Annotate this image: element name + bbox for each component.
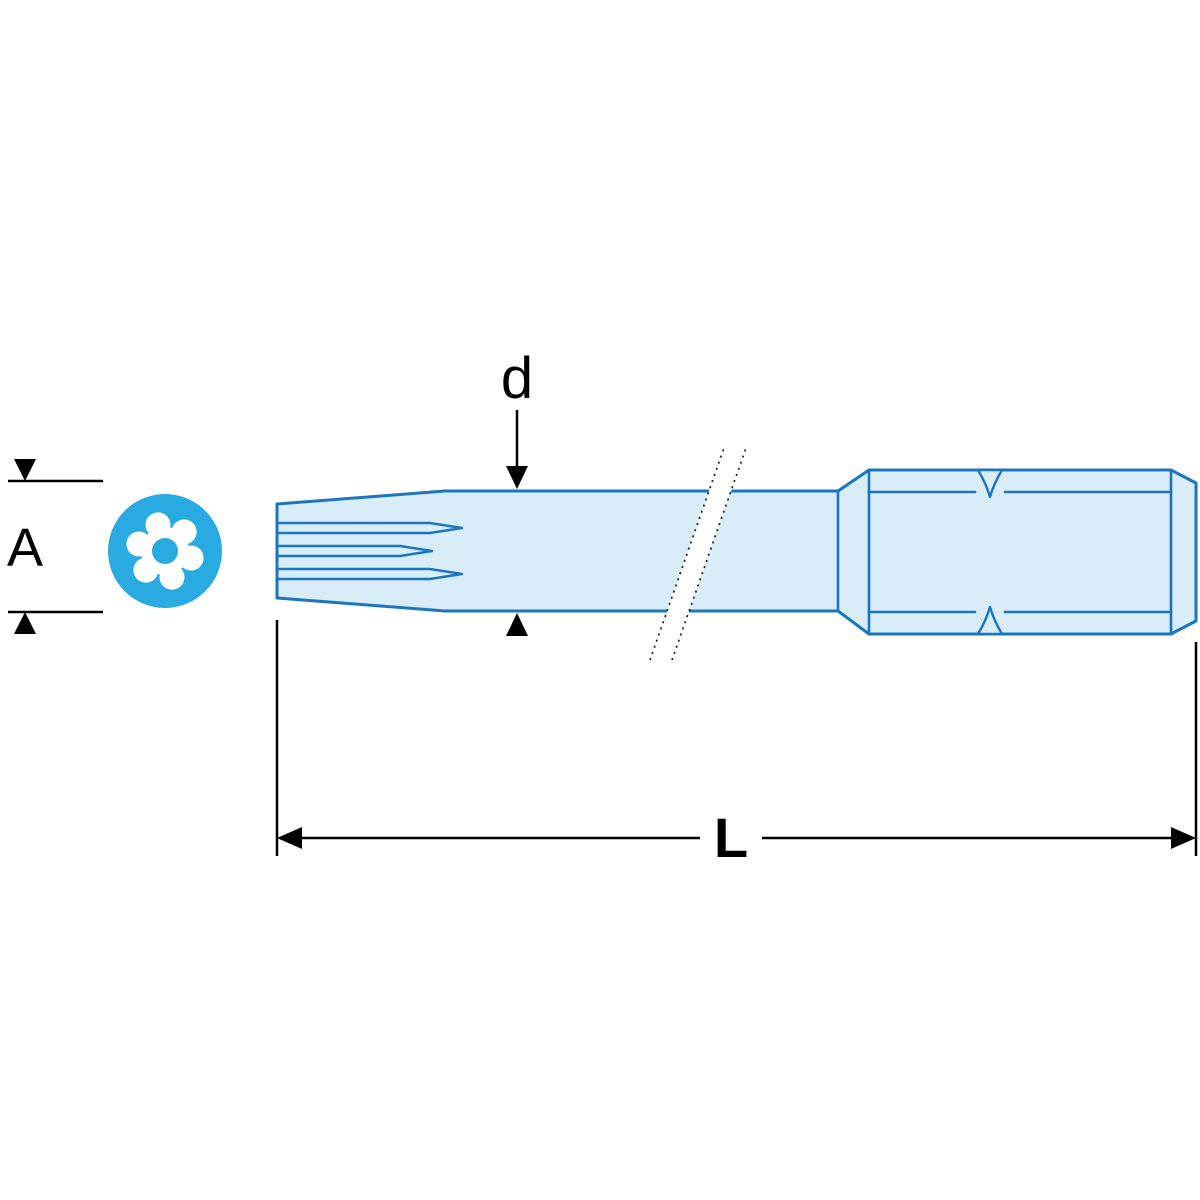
torx-lobe xyxy=(171,519,197,545)
torx-lobe xyxy=(133,557,159,583)
ball-groove-notch-bottom xyxy=(976,605,1004,636)
torx-lobe xyxy=(145,512,171,538)
ball-groove-notch-top xyxy=(976,468,1004,499)
break-line-right xyxy=(671,447,747,661)
torx-lobe xyxy=(178,545,204,571)
dim-l-arrow-right xyxy=(1171,827,1196,849)
torx-flute-top xyxy=(275,521,464,535)
bit-body-outline xyxy=(275,468,1198,636)
torx-flute-bottom xyxy=(275,567,464,581)
bit-side-view xyxy=(275,447,1198,661)
break-lines xyxy=(649,447,747,661)
security-pin-hole xyxy=(152,538,178,564)
dim-l-arrow-left xyxy=(277,827,302,849)
dimension-l: L xyxy=(275,620,1198,869)
torx-star-profile xyxy=(126,512,204,590)
torx-flute-middle xyxy=(275,544,434,558)
break-line-left xyxy=(649,447,725,661)
dim-d-arrow-bottom xyxy=(506,613,528,636)
dim-d-label: d xyxy=(501,346,533,411)
break-gap xyxy=(650,448,746,660)
dim-l-label: L xyxy=(714,806,748,869)
torx-cross-section-view xyxy=(108,494,222,608)
dim-a-arrow-bottom xyxy=(14,612,36,634)
dimension-d: d xyxy=(501,346,533,636)
dim-a-label: A xyxy=(7,518,43,578)
dimension-a: A xyxy=(7,459,103,634)
torx-lobe xyxy=(126,531,152,557)
dim-a-arrow-top xyxy=(14,459,36,481)
torx-lobe xyxy=(159,564,185,590)
dim-d-arrow-top xyxy=(506,466,528,489)
